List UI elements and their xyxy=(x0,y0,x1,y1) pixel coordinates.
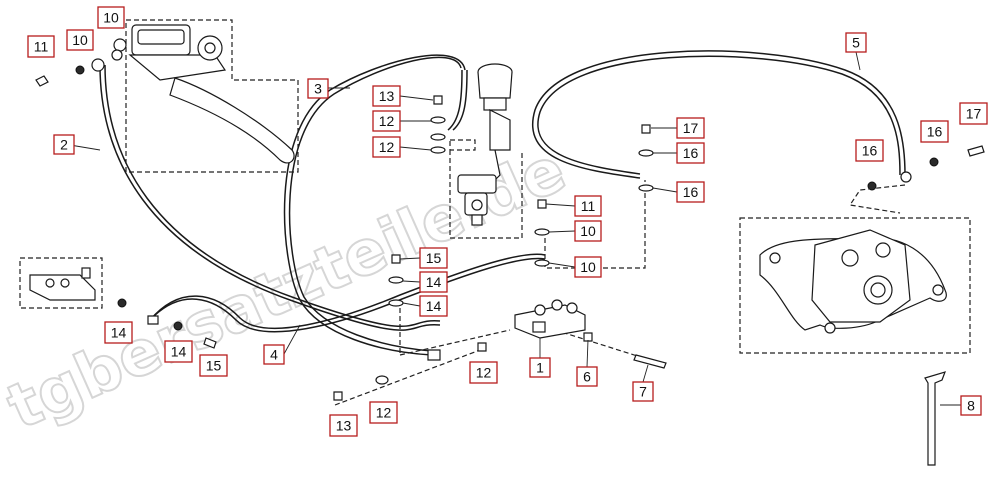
bolt-leader xyxy=(399,300,511,356)
callout-12-lower-right[interactable]: 12 xyxy=(469,361,498,384)
bolt-leader-lower xyxy=(334,349,481,406)
master-cylinder xyxy=(113,24,295,164)
callout-10-lever[interactable]: 10 xyxy=(97,6,125,29)
svg-text:10: 10 xyxy=(103,10,119,26)
callout-16-caliper-right[interactable]: 16 xyxy=(920,120,949,143)
svg-text:10: 10 xyxy=(580,259,596,275)
svg-text:10: 10 xyxy=(72,32,88,48)
svg-text:16: 16 xyxy=(683,184,699,200)
valve-detail xyxy=(29,267,96,301)
svg-text:5: 5 xyxy=(852,35,860,51)
brake-hose-4 xyxy=(149,253,546,333)
brake-caliper xyxy=(759,229,947,334)
callout-11-mid[interactable]: 11 xyxy=(574,195,602,217)
callout-12-upper[interactable]: 12 xyxy=(372,110,401,132)
svg-text:4: 4 xyxy=(270,347,278,363)
svg-text:14: 14 xyxy=(171,344,187,360)
callout-15-mid[interactable]: 15 xyxy=(419,247,448,269)
callout-10-mid-upper[interactable]: 10 xyxy=(574,220,602,242)
callout-12-mid[interactable]: 12 xyxy=(372,136,401,158)
callout-11-left[interactable]: 11 xyxy=(27,35,55,58)
fittings xyxy=(35,49,985,401)
svg-text:14: 14 xyxy=(111,325,127,341)
brake-hose-2 xyxy=(99,64,441,331)
callout-16-upper[interactable]: 16 xyxy=(676,142,705,164)
callout-14-left-lower[interactable]: 14 xyxy=(164,340,193,363)
callout-16-caliper-left[interactable]: 16 xyxy=(855,139,884,162)
hose-segment-upper xyxy=(447,69,468,131)
callout-15-left[interactable]: 15 xyxy=(199,354,228,377)
svg-text:10: 10 xyxy=(580,223,596,239)
callout-10-left[interactable]: 10 xyxy=(66,29,94,51)
svg-text:6: 6 xyxy=(583,369,591,385)
master-cylinder-frame xyxy=(125,19,299,173)
callout-17-mid[interactable]: 17 xyxy=(676,117,705,139)
svg-text:12: 12 xyxy=(379,139,395,155)
svg-text:8: 8 xyxy=(967,398,975,414)
callout-8[interactable]: 8 xyxy=(960,395,982,416)
callout-2[interactable]: 2 xyxy=(53,134,75,155)
callout-14-mid-lower[interactable]: 14 xyxy=(419,295,448,317)
valve-detail-frame xyxy=(19,257,103,309)
reservoir-frame xyxy=(449,139,523,239)
junction-block xyxy=(514,299,586,339)
caliper-frame xyxy=(739,217,971,354)
reservoir xyxy=(457,63,513,226)
callout-13-upper[interactable]: 13 xyxy=(372,85,401,107)
svg-text:11: 11 xyxy=(34,39,49,55)
svg-text:12: 12 xyxy=(379,113,395,129)
svg-text:3: 3 xyxy=(314,81,322,97)
brake-hose-5 xyxy=(532,50,906,179)
bolt7-leader xyxy=(554,329,651,361)
svg-text:12: 12 xyxy=(476,365,492,381)
svg-text:14: 14 xyxy=(426,274,442,290)
svg-text:2: 2 xyxy=(60,137,68,153)
callout-3[interactable]: 3 xyxy=(307,78,329,99)
caliper-leader xyxy=(848,184,906,214)
svg-text:15: 15 xyxy=(426,250,442,266)
callout-13-bottom[interactable]: 13 xyxy=(329,414,358,437)
callout-7[interactable]: 7 xyxy=(632,381,654,402)
svg-text:1: 1 xyxy=(536,360,544,376)
svg-text:13: 13 xyxy=(336,418,352,434)
callout-14-left[interactable]: 14 xyxy=(104,321,133,344)
callout-16-lower[interactable]: 16 xyxy=(676,181,705,203)
svg-text:15: 15 xyxy=(206,358,222,374)
callout-4[interactable]: 4 xyxy=(263,344,285,365)
svg-text:7: 7 xyxy=(639,384,647,400)
svg-text:16: 16 xyxy=(927,124,943,140)
svg-text:12: 12 xyxy=(376,405,392,421)
svg-text:11: 11 xyxy=(581,198,596,214)
callout-5[interactable]: 5 xyxy=(845,32,867,53)
callout-17-right[interactable]: 17 xyxy=(959,102,988,125)
callout-1[interactable]: 1 xyxy=(529,357,551,378)
svg-text:16: 16 xyxy=(862,143,878,159)
svg-text:17: 17 xyxy=(683,120,699,136)
callout-14-mid-upper[interactable]: 14 xyxy=(419,271,448,293)
svg-text:16: 16 xyxy=(683,145,699,161)
callout-10-mid-lower[interactable]: 10 xyxy=(574,256,602,278)
svg-text:17: 17 xyxy=(966,106,982,122)
brake-hose-3 xyxy=(283,54,466,356)
callout-6[interactable]: 6 xyxy=(576,366,598,387)
callout-12-bottom[interactable]: 12 xyxy=(369,401,398,424)
svg-text:14: 14 xyxy=(426,298,442,314)
bolt-8 xyxy=(924,371,946,466)
leader-lines xyxy=(63,51,961,406)
svg-text:13: 13 xyxy=(379,88,395,104)
